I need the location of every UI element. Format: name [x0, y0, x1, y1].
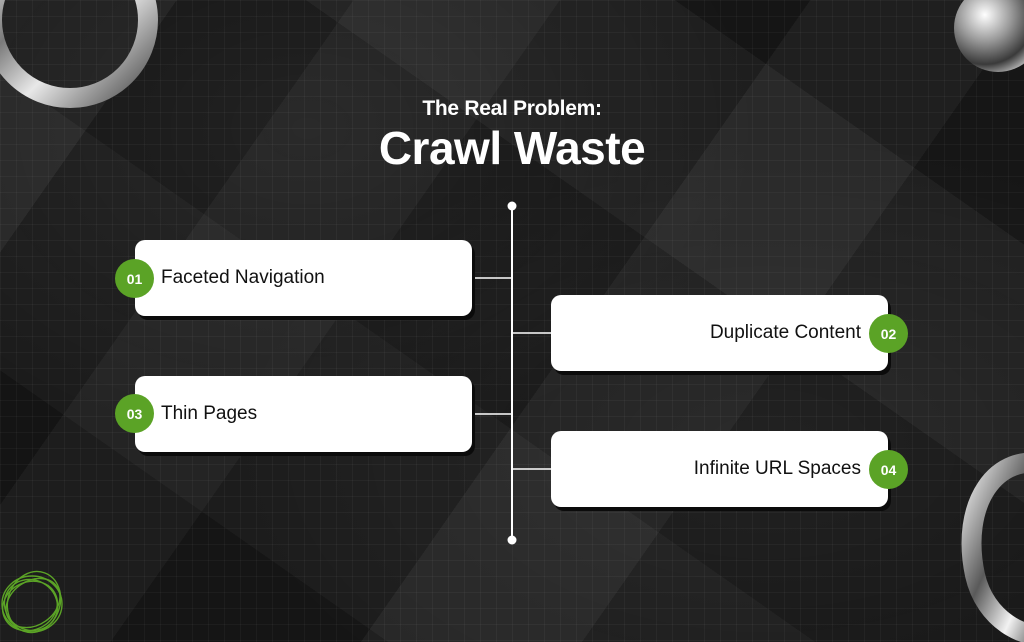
timeline-bottom-dot — [507, 535, 517, 545]
problem-card-thin-pages: Thin Pages — [135, 376, 472, 452]
problem-card-infinite-url-spaces: Infinite URL Spaces — [551, 431, 888, 507]
card-label: Faceted Navigation — [161, 267, 325, 288]
title-small: The Real Problem: — [422, 97, 602, 120]
number-badge: 02 — [869, 314, 908, 353]
number-badge: 01 — [115, 259, 154, 298]
card-label: Thin Pages — [161, 403, 258, 424]
title-big: Crawl Waste — [378, 122, 646, 174]
timeline-top-dot — [507, 201, 517, 211]
problem-card-faceted-navigation: Faceted Navigation — [135, 240, 472, 316]
number-badge: 04 — [869, 450, 908, 489]
problem-card-duplicate-content: Duplicate Content — [551, 295, 888, 371]
card-label: Duplicate Content — [709, 322, 861, 343]
number-badge: 03 — [115, 394, 154, 433]
card-label: Infinite URL Spaces — [693, 458, 861, 479]
